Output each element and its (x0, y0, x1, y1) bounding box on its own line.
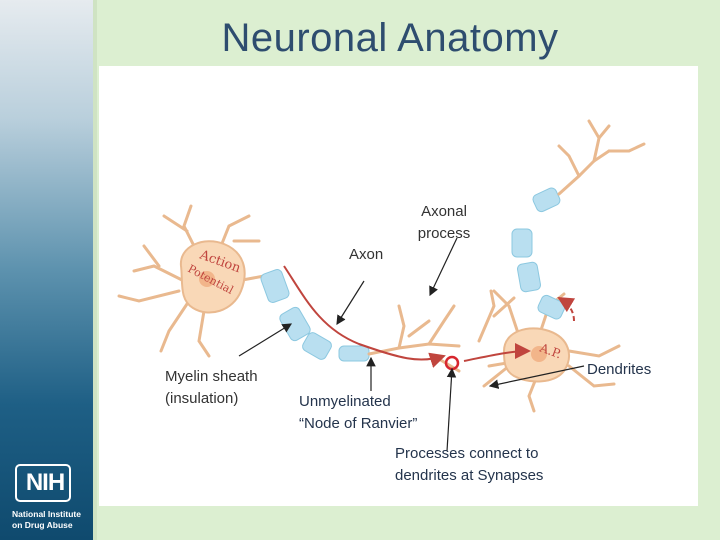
nih-badge: NIH (15, 464, 71, 502)
slide-title: Neuronal Anatomy (221, 16, 559, 60)
axonal-process-line1: Axonal (421, 203, 467, 220)
diagram-canvas: Action Potential A.P. (99, 66, 698, 506)
nih-subtitle-line2: on Drug Abuse (12, 520, 73, 530)
band-divider (93, 0, 97, 540)
dendrites-pointer (488, 365, 585, 389)
neuron-diagram: Action Potential A.P. (117, 119, 646, 452)
node-of-ranvier-label: Unmyelinated “Node of Ranvier” (299, 391, 417, 435)
myelin-segments-right (511, 187, 566, 320)
synapse-line2: dendrites at Synapses (395, 467, 544, 484)
synapse-label: Processes connect to dendrites at Synaps… (395, 443, 543, 487)
nih-letters: NIH (25, 469, 65, 496)
axonal-process-line2: process (417, 225, 471, 242)
right-nucleus (531, 346, 547, 362)
myelin-segments-left (260, 269, 370, 362)
left-gradient-band (0, 0, 93, 540)
node-line2: “Node of Ranvier” (299, 415, 418, 432)
ap-arrow-2 (463, 343, 531, 362)
node-line1: Unmyelinated (299, 393, 391, 410)
axonal-branches (367, 289, 516, 373)
dendrites-label: Dendrites (587, 361, 652, 378)
myelin-pointer (238, 323, 293, 357)
nih-logo: NIH National Institute on Drug Abuse (10, 462, 90, 540)
synapse-pointer (446, 367, 457, 452)
myelin-line2: (insulation) (165, 390, 239, 407)
myelin-line1: Myelin sheath (165, 368, 258, 385)
synapse-line1: Processes connect to (395, 445, 539, 462)
nih-subtitle-line1: National Institute (12, 509, 81, 519)
left-nucleus (199, 271, 215, 287)
axonal-process-pointer (429, 237, 458, 297)
top-right-dendrites (557, 119, 646, 196)
nih-subtitle: National Institute on Drug Abuse (12, 509, 92, 531)
action-potential-arrow (283, 265, 446, 368)
ap-arrow-3 (557, 296, 576, 322)
myelin-label: Myelin sheath (insulation) (165, 366, 258, 410)
axonal-process-label: Axonal process (414, 201, 474, 245)
axon-pointer (336, 280, 365, 326)
axon-label: Axon (349, 246, 384, 263)
